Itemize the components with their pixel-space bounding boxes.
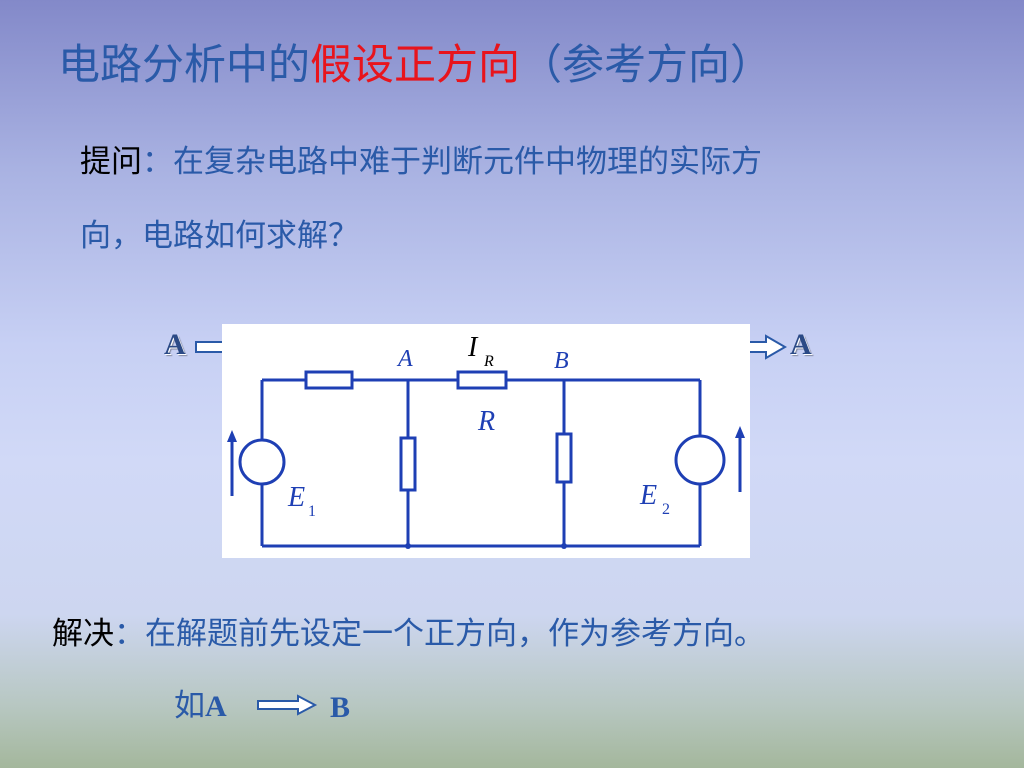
title-highlight: 假设正方向: [310, 40, 521, 89]
question-line-2: 向，电路如何求解？: [80, 218, 359, 255]
resistor-r: [456, 370, 508, 390]
example-from: A: [205, 690, 227, 723]
answer-line: 解决：在解题前先设定一个正方向，作为参考方向。: [52, 616, 765, 653]
current-symbol: I: [467, 332, 479, 363]
left-dir-from: A: [164, 328, 186, 361]
example-arrow-icon: [257, 694, 318, 716]
question-line-1: 提问：在复杂电路中难于判断元件中物理的实际方: [80, 144, 762, 181]
node-label-b: B: [554, 348, 569, 374]
answer-label: 解决: [52, 616, 114, 652]
example-prefix: 如: [174, 688, 205, 724]
resistor-top-left: [304, 370, 354, 390]
resistor-vertical-b: [555, 432, 573, 484]
source1-symbol: E: [287, 482, 305, 513]
right-dir-to: A: [790, 328, 812, 361]
current-subscript: R: [483, 353, 494, 370]
question-text-2: 向，电路如何求解？: [80, 218, 359, 254]
source-e1: [238, 438, 286, 486]
question-colon: ：: [142, 144, 173, 180]
slide-title: 电路分析中的假设正方向（参考方向）: [58, 40, 772, 90]
title-part-2: （参考方向）: [520, 40, 773, 89]
example-line: 如A: [174, 688, 227, 725]
circuit-diagram: A B I R R E 1 E 2: [222, 324, 750, 558]
junction-dot-bottom-a: [405, 543, 411, 549]
title-part-1: 电路分析中的: [58, 40, 311, 89]
resistor-vertical-a: [399, 436, 417, 492]
answer-text: 在解题前先设定一个正方向，作为参考方向。: [145, 616, 765, 652]
node-label-a: A: [396, 346, 413, 372]
source2-subscript: 2: [662, 501, 670, 518]
junction-dot-bottom-b: [561, 543, 567, 549]
circuit-schematic: A B I R R E 1 E 2: [227, 332, 745, 549]
resistor-label: R: [477, 406, 495, 437]
question-text-1: 在复杂电路中难于判断元件中物理的实际方: [173, 144, 762, 180]
example-to: B: [330, 691, 351, 724]
source-arrow-icons: [227, 426, 745, 496]
source-e2: [674, 434, 726, 486]
source2-symbol: E: [639, 480, 657, 511]
source1-subscript: 1: [308, 503, 316, 520]
answer-colon: ：: [114, 616, 145, 652]
question-label: 提问: [80, 144, 142, 180]
